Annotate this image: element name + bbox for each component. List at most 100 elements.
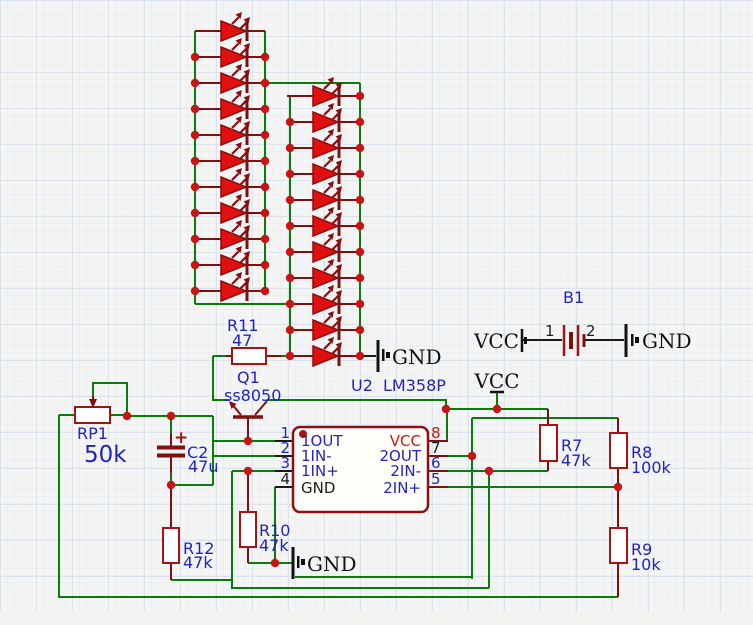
led-diode[interactable] [285,127,359,160]
led-diode[interactable] [193,36,267,69]
junction-dot [355,325,365,335]
potentiometer-RP1[interactable]: RP1 50k [74,396,127,468]
transistor-Q1[interactable]: Q1 ss8050 [224,368,281,441]
u2-pin7-name: 2OUT [380,447,422,465]
led-diode[interactable] [193,192,267,225]
led-array[interactable] [193,10,360,368]
led-diode[interactable] [193,218,267,251]
wires-green[interactable] [58,31,619,598]
canvas-margin [0,612,753,625]
u2-pin1-num: 1 [280,424,290,442]
led-diode[interactable] [285,335,359,368]
led-diode[interactable] [193,140,267,173]
junction-dot [260,52,270,62]
led-diode[interactable] [193,166,267,199]
capacitor-C2[interactable]: + C2 47u [157,428,219,476]
r10-ref[interactable]: R10 [259,521,290,540]
u2-pin5-name: 2IN+ [383,479,421,497]
led-diode[interactable] [285,75,359,108]
gnd-port-r10[interactable]: GND [291,547,357,579]
led-diode[interactable] [193,10,267,43]
resistor-R11[interactable]: R11 47 [226,316,281,365]
junction-dot [260,260,270,270]
led-diode[interactable] [193,62,267,95]
resistor-R10[interactable]: R10 47k [239,471,290,563]
resistor-R9[interactable]: R9 10k [609,487,661,597]
led-gnd-label: GND [392,345,442,369]
r7-ref[interactable]: R7 [561,436,582,455]
r9-value[interactable]: 10k [631,555,661,574]
rp1-ref[interactable]: RP1 [77,424,108,443]
u2-pin8-name: VCC [390,432,421,450]
led-diode[interactable] [285,309,359,342]
resistor-R12[interactable]: R12 47k [162,485,214,580]
led-diode[interactable] [285,231,359,264]
led-diode[interactable] [193,244,267,277]
led-diode[interactable] [285,205,359,238]
junction-dot [243,466,253,476]
r12-ref[interactable]: R12 [183,539,214,558]
junction-dot [260,182,270,192]
led-diode[interactable] [285,257,359,290]
junction-dot [190,260,200,270]
ic-U2-LM358P[interactable]: U2 LM358P 1 2 3 4 8 7 6 5 1OUT 1IN- 1IN+… [280,376,446,514]
r12-value[interactable]: 47k [183,553,213,572]
r11-ref[interactable]: R11 [227,316,258,335]
c2-value[interactable]: 47u [188,457,219,476]
junction-dot [355,195,365,205]
ic-right-stubs [428,440,448,488]
u2-pin4-num: 4 [280,470,290,488]
u2-pin6-name: 2IN- [390,462,421,480]
r8-ref[interactable]: R8 [631,443,652,462]
b1-pin1-label: 1 [545,322,555,340]
main-vcc-label: VCC [473,369,519,393]
led-diode[interactable] [193,114,267,147]
gnd-port-led[interactable]: GND [376,340,442,372]
q1-ref[interactable]: Q1 [237,368,260,387]
resistor-R8[interactable]: R8 100k [609,418,672,487]
vcc-port-main[interactable]: VCC [473,369,520,394]
b1-ref[interactable]: B1 [563,288,584,307]
led-diode[interactable] [285,179,359,212]
gnd-port-b1[interactable]: GND [624,324,692,357]
u2-ref[interactable]: U2 [351,376,373,395]
led-diode[interactable] [285,101,359,134]
battery-B1[interactable]: B1 1 2 [545,288,596,356]
r9-ref[interactable]: R9 [631,540,652,559]
junction-dot [285,247,295,257]
c2-ref[interactable]: C2 [187,443,208,462]
junction-dot [285,325,295,335]
r7-value[interactable]: 47k [561,451,591,470]
u2-pin6-num: 6 [431,454,441,472]
junction-dot [260,156,270,166]
junction-dot [285,195,295,205]
junction-dot [492,404,502,414]
rp1-value[interactable]: 50k [84,442,127,468]
junction-dot [190,286,200,296]
r11-value[interactable]: 47 [232,331,252,350]
r10-value[interactable]: 47k [259,536,289,555]
u2-value[interactable]: LM358P [383,376,446,395]
u2-pin3-num: 3 [280,454,290,472]
junction-dot [190,78,200,88]
b1-pin2-label: 2 [586,322,596,340]
led-diode[interactable] [285,283,359,316]
u2-pin1-name: 1OUT [301,432,343,450]
junction-dot [355,143,365,153]
junction-dot [355,91,365,101]
junction-dot [285,273,295,283]
led-diode[interactable] [285,153,359,186]
junction-dot [285,351,295,361]
resistor-R7[interactable]: R7 47k [539,409,591,471]
led-diode[interactable] [193,270,267,303]
junction-dot [260,234,270,244]
u2-pin7-num: 7 [431,439,441,457]
r8-value[interactable]: 100k [631,458,672,477]
junction-dot [355,117,365,127]
junction-dot [484,466,494,476]
led-diode[interactable] [193,88,267,121]
vcc-port-b1[interactable]: VCC [473,329,527,353]
q1-value[interactable]: ss8050 [224,386,281,405]
junction-dot [355,247,365,257]
